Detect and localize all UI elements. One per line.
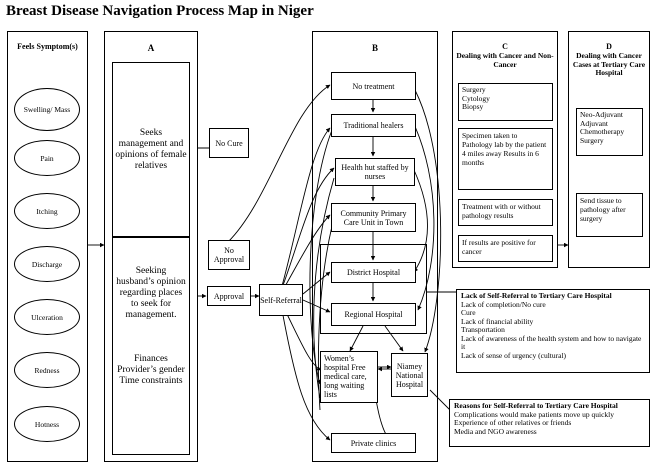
symptom-swelling: Swelling/ Mass <box>14 88 80 131</box>
column-a-label: A <box>147 43 155 53</box>
treatments-box: Neo-Adjuvant Adjuvant Chemotherapy Surge… <box>576 108 643 156</box>
female-relatives-text: Seeks management and opinions of female … <box>115 127 187 171</box>
lack-item: Lack of sense of urgency (cultural) <box>461 350 567 360</box>
husband-opinion-text: Seeking husband’s opinion regarding plac… <box>116 266 186 320</box>
lack-self-referral-box: Lack of Self-Referral to Tertiary Care H… <box>456 289 650 373</box>
no-approval-box: No Approval <box>208 240 250 270</box>
reason-item: Complications would make patients move u… <box>454 409 614 419</box>
husband-opinion-box: Seeking husband’s opinion regarding plac… <box>112 237 190 455</box>
specimen-box: Specimen taken to Pathology lab by the p… <box>458 128 553 190</box>
column-c-label: C <box>502 42 508 51</box>
traditional-healers-box: Traditional healers <box>331 114 416 137</box>
reasons-self-referral-header: Reasons for Self-Referral to Tertiary Ca… <box>454 401 618 410</box>
column-b-label: B <box>371 43 378 53</box>
approval-box: Approval <box>207 286 251 306</box>
lack-item: Lack of financial ability <box>461 316 534 326</box>
symptom-discharge: Discharge <box>14 246 80 282</box>
niamey-hospital-box: Niamey National Hospital <box>391 353 428 397</box>
community-primary-care-box: Community Primary Care Unit in Town <box>331 203 416 232</box>
symptoms-header: Feels Symptom(s) <box>17 42 78 51</box>
district-regional-group <box>320 244 427 334</box>
symptom-itching: Itching <box>14 193 80 229</box>
lack-item: Cure <box>461 308 476 317</box>
symptom-redness: Redness <box>14 352 80 388</box>
treatment-surgery: Surgery <box>580 135 604 145</box>
send-tissue-box: Send tissue to pathology after surgery <box>576 193 643 237</box>
female-relatives-box: Seeks management and opinions of female … <box>112 62 190 237</box>
procedure-biopsy: Biopsy <box>462 102 484 111</box>
column-d-header: Dealing with Cancer Cases at Tertiary Ca… <box>572 51 646 77</box>
self-referral-box: Self-Referral <box>259 284 303 316</box>
positive-results-box: If results are positive for cancer <box>458 235 553 262</box>
reason-item: Experience of other relatives or friends <box>454 418 572 427</box>
treatment-chemotherapy: Chemotherapy <box>580 127 625 136</box>
treatment-box: Treatment with or without pathology resu… <box>458 199 553 226</box>
lack-item: Transportation <box>461 325 505 334</box>
no-cure-box: No Cure <box>209 128 249 158</box>
regional-hospital-box: Regional Hospital <box>331 303 416 326</box>
lack-item: Lack of completion/No cure <box>461 299 546 309</box>
procedure-surgery: Surgery <box>462 85 486 94</box>
symptom-pain: Pain <box>14 140 80 176</box>
procedure-cytology: Cytology <box>462 93 490 103</box>
column-b: B <box>312 31 438 462</box>
womens-hospital-box: Women’s hospital Free medical care, long… <box>320 351 378 403</box>
column-c-header: Dealing with Cancer and Non-Cancer <box>456 51 554 69</box>
lack-item: Lack of awareness of the health system a… <box>461 333 642 351</box>
procedures-box: Surgery Cytology Biopsy <box>458 83 553 121</box>
no-treatment-box: No treatment <box>331 72 416 100</box>
reasons-self-referral-box: Reasons for Self-Referral to Tertiary Ca… <box>449 399 650 447</box>
lack-self-referral-header: Lack of Self-Referral to Tertiary Care H… <box>461 291 612 300</box>
district-hospital-box: District Hospital <box>331 262 416 283</box>
treatment-neo-adjuvant: Neo-Adjuvant <box>580 110 623 119</box>
page-title: Breast Disease Navigation Process Map in… <box>6 3 314 19</box>
symptom-ulceration: Ulceration <box>14 299 80 335</box>
symptom-hotness: Hotness <box>14 406 80 442</box>
health-hut-box: Health hut staffed by nurses <box>335 158 415 186</box>
constraint-factors: Finances Provider’s gender Time constrai… <box>117 354 185 386</box>
reason-item: Media and NGO awareness <box>454 426 537 436</box>
private-clinics-box: Private clinics <box>331 433 416 453</box>
column-d-label: D <box>606 42 612 51</box>
treatment-adjuvant: Adjuvant <box>580 118 608 128</box>
